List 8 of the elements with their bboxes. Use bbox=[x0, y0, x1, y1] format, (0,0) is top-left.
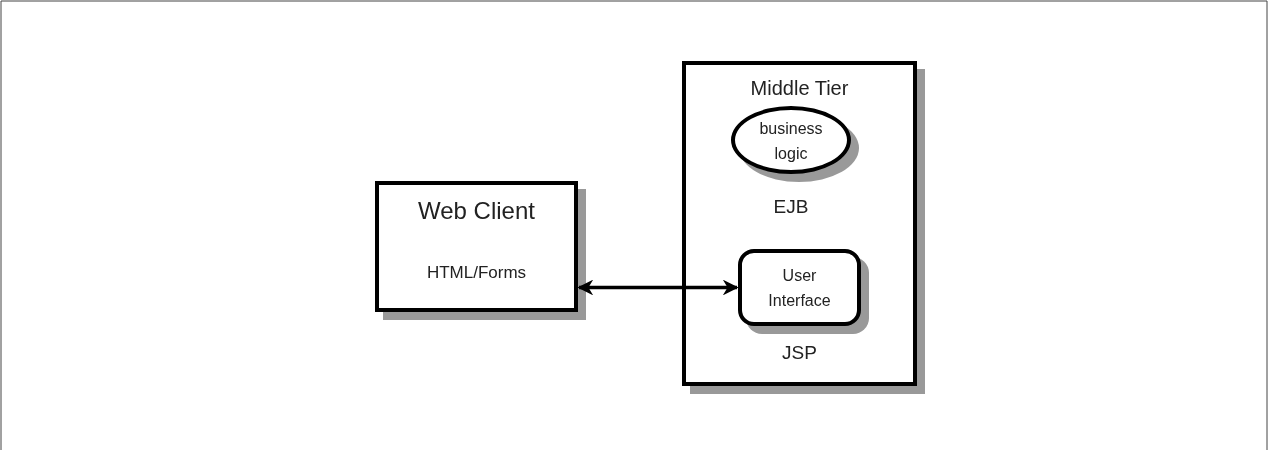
technology-label: JSP bbox=[781, 342, 818, 364]
box-title: Web Client bbox=[417, 197, 536, 225]
box-subtitle: HTML/Forms bbox=[425, 263, 528, 283]
box-title: Middle Tier bbox=[749, 77, 850, 100]
bidirectional-arrow bbox=[577, 279, 739, 296]
technology-label: EJB bbox=[772, 196, 810, 218]
component-label: business logic bbox=[758, 119, 824, 164]
component-label: User Interface bbox=[767, 266, 832, 311]
